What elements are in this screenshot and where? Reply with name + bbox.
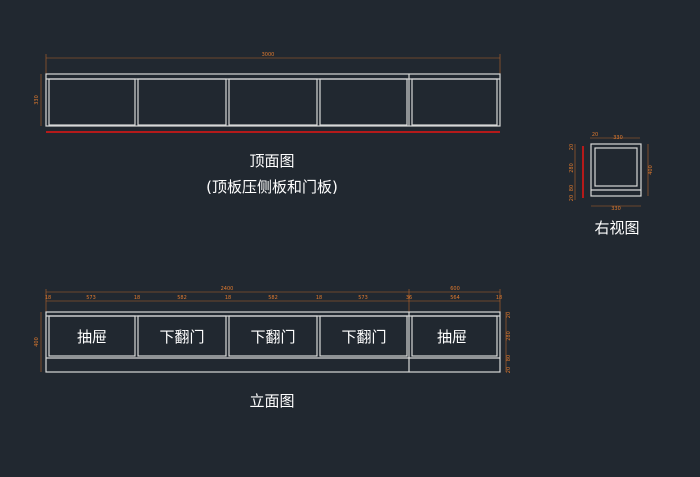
- compartment-label-1: 下翻门: [159, 328, 204, 346]
- top-view-depth-dim: 330: [34, 95, 40, 105]
- front-view-right-dim-1: 280: [506, 331, 512, 341]
- top-view-subtitle: (顶板压侧板和门板): [206, 178, 338, 196]
- front-view-seg-3: 582: [177, 295, 187, 301]
- front-view-dim-total-right: 600: [450, 286, 460, 292]
- side-view-dim-top-b: 330: [613, 135, 623, 141]
- front-view-seg-4: 18: [225, 295, 231, 301]
- front-view-seg-8: 36: [406, 295, 412, 301]
- front-view-seg-2: 18: [134, 295, 140, 301]
- front-view-frame: [45, 311, 501, 373]
- front-view-seg-10: 18: [496, 295, 502, 301]
- front-view-dim-total-left: 2400: [221, 286, 234, 292]
- side-view: 20 330 20 280 80 20 400 330 右视图: [569, 132, 654, 237]
- front-view-title: 立面图: [249, 392, 294, 410]
- front-view-seg-0: 18: [45, 295, 51, 301]
- side-view-dim-bottom: 330: [611, 206, 621, 212]
- side-view-dim-left-d: 20: [569, 195, 575, 201]
- side-view-dim-height: 400: [648, 165, 654, 175]
- side-view-dim-top-a: 20: [592, 132, 598, 138]
- front-view-dim-left: 400: [34, 337, 40, 347]
- front-view-right-dim-2: 80: [506, 355, 512, 361]
- top-view-title: 顶面图: [249, 152, 294, 170]
- side-view-title: 右视图: [594, 219, 639, 237]
- front-view-right-dim-0: 20: [506, 312, 512, 318]
- compartment-label-0: 抽屉: [77, 328, 107, 346]
- side-view-dim-left-c: 80: [569, 185, 575, 191]
- front-view-right-dim-3: 20: [506, 367, 512, 373]
- side-view-frame: [590, 143, 642, 197]
- front-view-seg-1: 573: [86, 295, 96, 301]
- side-view-dim-left-b: 280: [569, 163, 575, 173]
- front-view-seg-6: 18: [316, 295, 322, 301]
- front-view: 2400 600 18 573 18 582 18 582 18 573 36 …: [34, 286, 512, 410]
- side-view-dim-left-a: 20: [569, 144, 575, 150]
- front-view-seg-5: 582: [268, 295, 278, 301]
- top-view: 3000 330 顶面图 (顶板压侧板和门板): [34, 52, 501, 196]
- front-view-seg-9: 564: [450, 295, 460, 301]
- compartment-label-2: 下翻门: [250, 328, 295, 346]
- front-view-seg-7: 573: [358, 295, 368, 301]
- top-view-frame: [45, 73, 501, 127]
- compartment-label-3: 下翻门: [341, 328, 386, 346]
- top-view-length-dim: 3000: [262, 52, 275, 58]
- compartment-label-4: 抽屉: [437, 328, 467, 346]
